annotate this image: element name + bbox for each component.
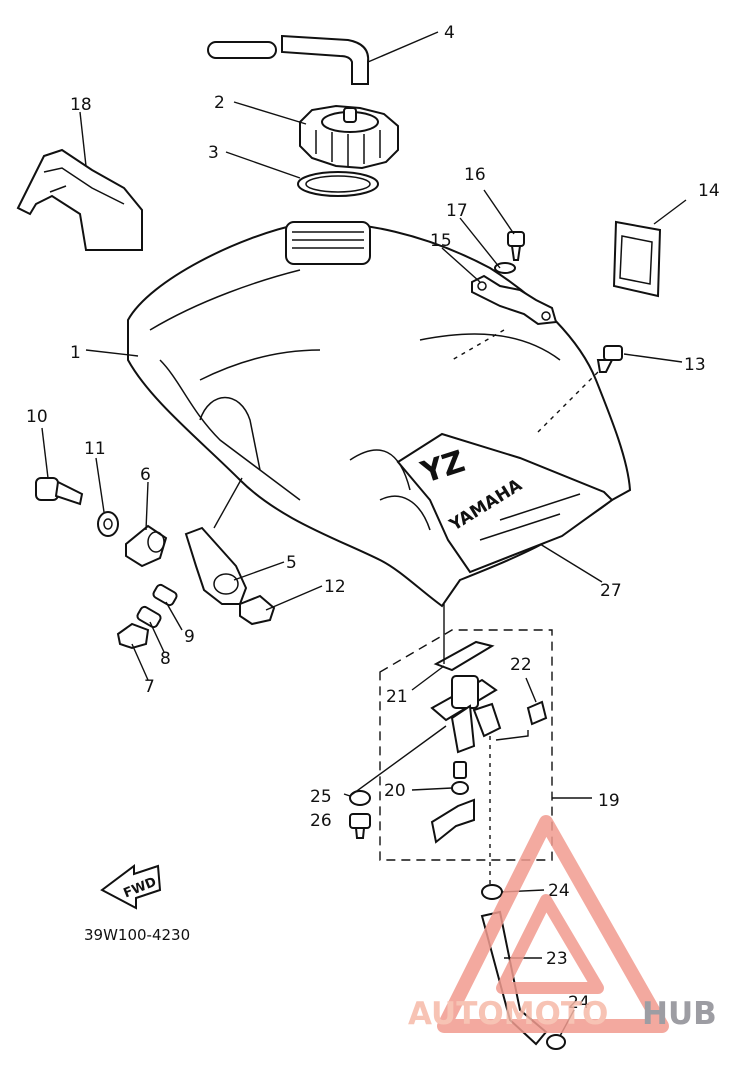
callout-21: 21 [386, 687, 408, 707]
callout-15: 15 [430, 231, 452, 251]
part-10-bolt [35, 477, 84, 506]
part-15-tank-bracket [471, 274, 558, 326]
callout-2: 2 [214, 93, 225, 113]
callout-22: 22 [510, 655, 532, 675]
fwd-arrow: FWD [100, 864, 162, 910]
callout-24-upper: 24 [548, 881, 570, 901]
part-16-bolt [507, 231, 525, 261]
part-2-fuel-cap [299, 104, 399, 170]
callout-7: 7 [144, 677, 155, 697]
callout-4: 4 [444, 23, 455, 43]
fuel-cock-assembly-outline [379, 629, 553, 861]
callout-26: 26 [310, 811, 332, 831]
callout-18: 18 [70, 95, 92, 115]
part-26-screw [349, 813, 371, 839]
fuel-cock-body [430, 675, 502, 754]
cock-spring [453, 761, 467, 779]
callout-16: 16 [464, 165, 486, 185]
part-20-o-ring [451, 781, 469, 795]
callout-17: 17 [446, 201, 468, 221]
callout-23: 23 [546, 949, 568, 969]
callout-11: 11 [84, 439, 106, 459]
fuel-cock-lever [430, 798, 475, 844]
filler-neck [285, 221, 371, 265]
callout-27: 27 [600, 581, 622, 601]
part-24-clamp-upper [481, 884, 503, 900]
part-24-clamp-lower [546, 1034, 566, 1050]
part-6-damper [125, 524, 168, 568]
hose-segment-right [281, 34, 370, 85]
callout-9: 9 [184, 627, 195, 647]
callout-19: 19 [598, 791, 620, 811]
callout-25: 25 [310, 787, 332, 807]
part-9-nut [152, 583, 178, 607]
callout-6: 6 [140, 465, 151, 485]
part-1-fuel-tank: YZ YAMAHA [127, 221, 632, 608]
callout-8: 8 [160, 649, 171, 669]
callout-1: 1 [70, 343, 81, 363]
watermark-logo: AUTOMOTO HUB [408, 815, 717, 1033]
part-17-washer [494, 262, 516, 274]
callout-10: 10 [26, 407, 48, 427]
part-22-screw [526, 700, 548, 726]
watermark-text-automoto: AUTOMOTO [408, 996, 608, 1032]
part-14-damper-plate [612, 220, 662, 298]
part-7-bolt [116, 622, 150, 650]
part-5-bracket [184, 526, 248, 605]
part-18-tank-cover [16, 148, 143, 251]
callout-3: 3 [208, 143, 219, 163]
part-4-breather-hose [207, 34, 370, 85]
watermark-text-hub: HUB [642, 996, 717, 1032]
callout-24-lower: 24 [568, 993, 590, 1013]
part-12-collar [239, 594, 276, 626]
callout-5: 5 [286, 553, 297, 573]
part-code-label: 39W100-4230 [84, 926, 190, 944]
part-25-washer [349, 790, 371, 806]
part-8-washer [136, 605, 162, 629]
hose-segment-left [207, 41, 277, 59]
callout-12: 12 [324, 577, 346, 597]
part-11-washer [97, 511, 119, 537]
part-21-o-ring [433, 640, 495, 672]
part-13-bolt [596, 345, 623, 373]
callout-20: 20 [384, 781, 406, 801]
part-27-tank-decal [396, 432, 614, 574]
callout-14: 14 [698, 181, 720, 201]
callout-13: 13 [684, 355, 706, 375]
